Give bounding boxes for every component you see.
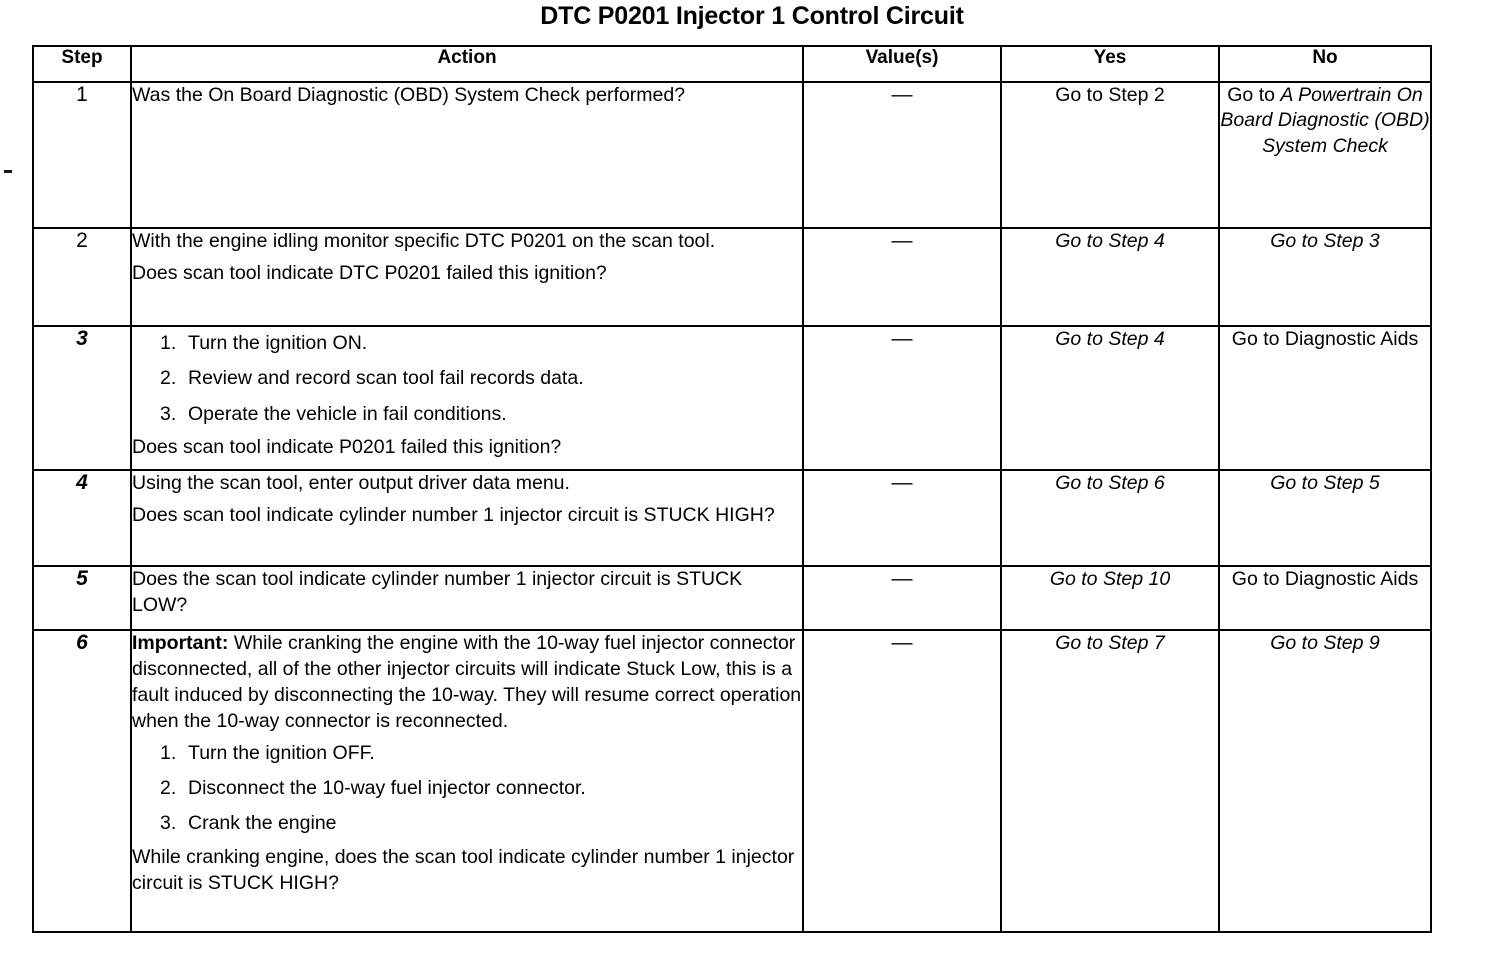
column-header-yes: Yes xyxy=(1000,45,1220,83)
important-note: Important: While cranking the engine wit… xyxy=(132,631,802,735)
list-item-text: Operate the vehicle in fail conditions. xyxy=(188,402,507,425)
list-item: 2. Review and record scan tool fail recor… xyxy=(132,366,802,391)
column-header-step: Step xyxy=(32,45,132,83)
step-action: 1. Turn the ignition ON. 2. Review and rec… xyxy=(130,325,804,471)
action-question: Does scan tool indicate cylinder number … xyxy=(132,503,775,526)
action-step-list: 1. Turn the ignition ON. 2. Review and rec… xyxy=(132,331,802,427)
list-item: 1. Turn the ignition OFF. xyxy=(132,741,802,766)
action-question: Does the scan tool indicate cylinder num… xyxy=(132,568,743,616)
diagnostic-table: Step Action Value(s) Yes No 1 Was the On… xyxy=(32,45,1432,933)
page-title: DTC P0201 Injector 1 Control Circuit xyxy=(540,2,964,30)
list-item-text: Crank the engine xyxy=(188,812,337,835)
step-action: With the engine idling monitor specific … xyxy=(130,227,804,327)
step-number: 2 xyxy=(32,227,132,327)
list-item-number: 3. xyxy=(160,402,177,425)
step-yes-answer: Go to Step 10 xyxy=(1000,565,1220,631)
list-item-text: Review and record scan tool fail records… xyxy=(188,367,584,390)
no-answer-lead: Go to xyxy=(1227,84,1281,106)
step-no-answer: Go to Diagnostic Aids xyxy=(1218,325,1432,471)
step-yes-answer: Go to Step 7 xyxy=(1000,629,1220,933)
action-question: Does scan tool indicate DTC P0201 failed… xyxy=(132,261,607,284)
step-value: — xyxy=(802,629,1002,933)
table-row: 1 Was the On Board Diagnostic (OBD) Syst… xyxy=(32,81,1432,229)
list-item-number: 1. xyxy=(160,741,177,764)
step-number: 5 xyxy=(32,565,132,631)
list-item-number: 2. xyxy=(160,367,177,390)
step-number: 1 xyxy=(32,81,132,229)
list-item-number: 2. xyxy=(160,777,177,800)
step-number: 4 xyxy=(32,469,132,567)
step-action: Was the On Board Diagnostic (OBD) System… xyxy=(130,81,804,229)
no-answer-reference: A Powertrain On Board Diagnostic (OBD) S… xyxy=(1220,84,1430,157)
list-item: 3. Operate the vehicle in fail conditions… xyxy=(132,402,802,427)
list-item: 1. Turn the ignition ON. xyxy=(132,331,802,356)
step-yes-answer: Go to Step 6 xyxy=(1000,469,1220,567)
important-text: While cranking the engine with the 10-wa… xyxy=(132,632,802,732)
step-yes-answer: Go to Step 4 xyxy=(1000,227,1220,327)
step-no-answer: Go to Step 9 xyxy=(1218,629,1432,933)
step-no-answer: Go to Step 3 xyxy=(1218,227,1432,327)
step-value: — xyxy=(802,469,1002,567)
table-row: 4 Using the scan tool, enter output driv… xyxy=(32,469,1432,567)
important-label: Important: xyxy=(132,632,229,654)
step-value: — xyxy=(802,227,1002,327)
step-yes-answer: Go to Step 4 xyxy=(1000,325,1220,471)
table-row: 3 1. Turn the ignition ON. 2. Review and r… xyxy=(32,325,1432,471)
list-item-text: Disconnect the 10-way fuel injector conn… xyxy=(188,777,586,800)
action-paragraph: Was the On Board Diagnostic (OBD) System… xyxy=(132,84,686,106)
table-row: 5 Does the scan tool indicate cylinder n… xyxy=(32,565,1432,631)
action-question: Does scan tool indicate P0201 failed thi… xyxy=(132,436,562,459)
step-action: Does the scan tool indicate cylinder num… xyxy=(130,565,804,631)
column-header-value: Value(s) xyxy=(802,45,1002,83)
step-action: Using the scan tool, enter output driver… xyxy=(130,469,804,567)
table-row: 6 Important: While cranking the engine w… xyxy=(32,629,1432,933)
list-item-text: Turn the ignition OFF. xyxy=(188,741,375,764)
step-no-answer: Go to Diagnostic Aids xyxy=(1218,565,1432,631)
table-row: 2 With the engine idling monitor specifi… xyxy=(32,227,1432,327)
step-action: Important: While cranking the engine wit… xyxy=(130,629,804,933)
column-header-action: Action xyxy=(130,45,804,83)
step-no-answer: Go to A Powertrain On Board Diagnostic (… xyxy=(1218,81,1432,229)
step-yes-answer: Go to Step 2 xyxy=(1000,81,1220,229)
list-item-number: 3. xyxy=(160,812,177,835)
step-value: — xyxy=(802,325,1002,471)
step-value: — xyxy=(802,81,1002,229)
step-number: 6 xyxy=(32,629,132,933)
step-no-answer: Go to Step 5 xyxy=(1218,469,1432,567)
list-item-text: Turn the ignition ON. xyxy=(188,332,368,354)
list-item: 3. Crank the engine xyxy=(132,811,802,836)
action-paragraph: With the engine idling monitor specific … xyxy=(132,230,716,252)
action-question: While cranking engine, does the scan too… xyxy=(132,845,795,894)
table-header-row: Step Action Value(s) Yes No xyxy=(32,45,1432,83)
column-header-no: No xyxy=(1218,45,1432,83)
step-number: 3 xyxy=(32,325,132,471)
action-step-list: 1. Turn the ignition OFF. 2. Disconnect th… xyxy=(132,741,802,837)
list-item-number: 1. xyxy=(160,332,177,354)
action-paragraph: Using the scan tool, enter output driver… xyxy=(132,472,570,494)
scan-artifact xyxy=(4,170,12,173)
step-value: — xyxy=(802,565,1002,631)
list-item: 2. Disconnect the 10-way fuel injector co… xyxy=(132,776,802,801)
